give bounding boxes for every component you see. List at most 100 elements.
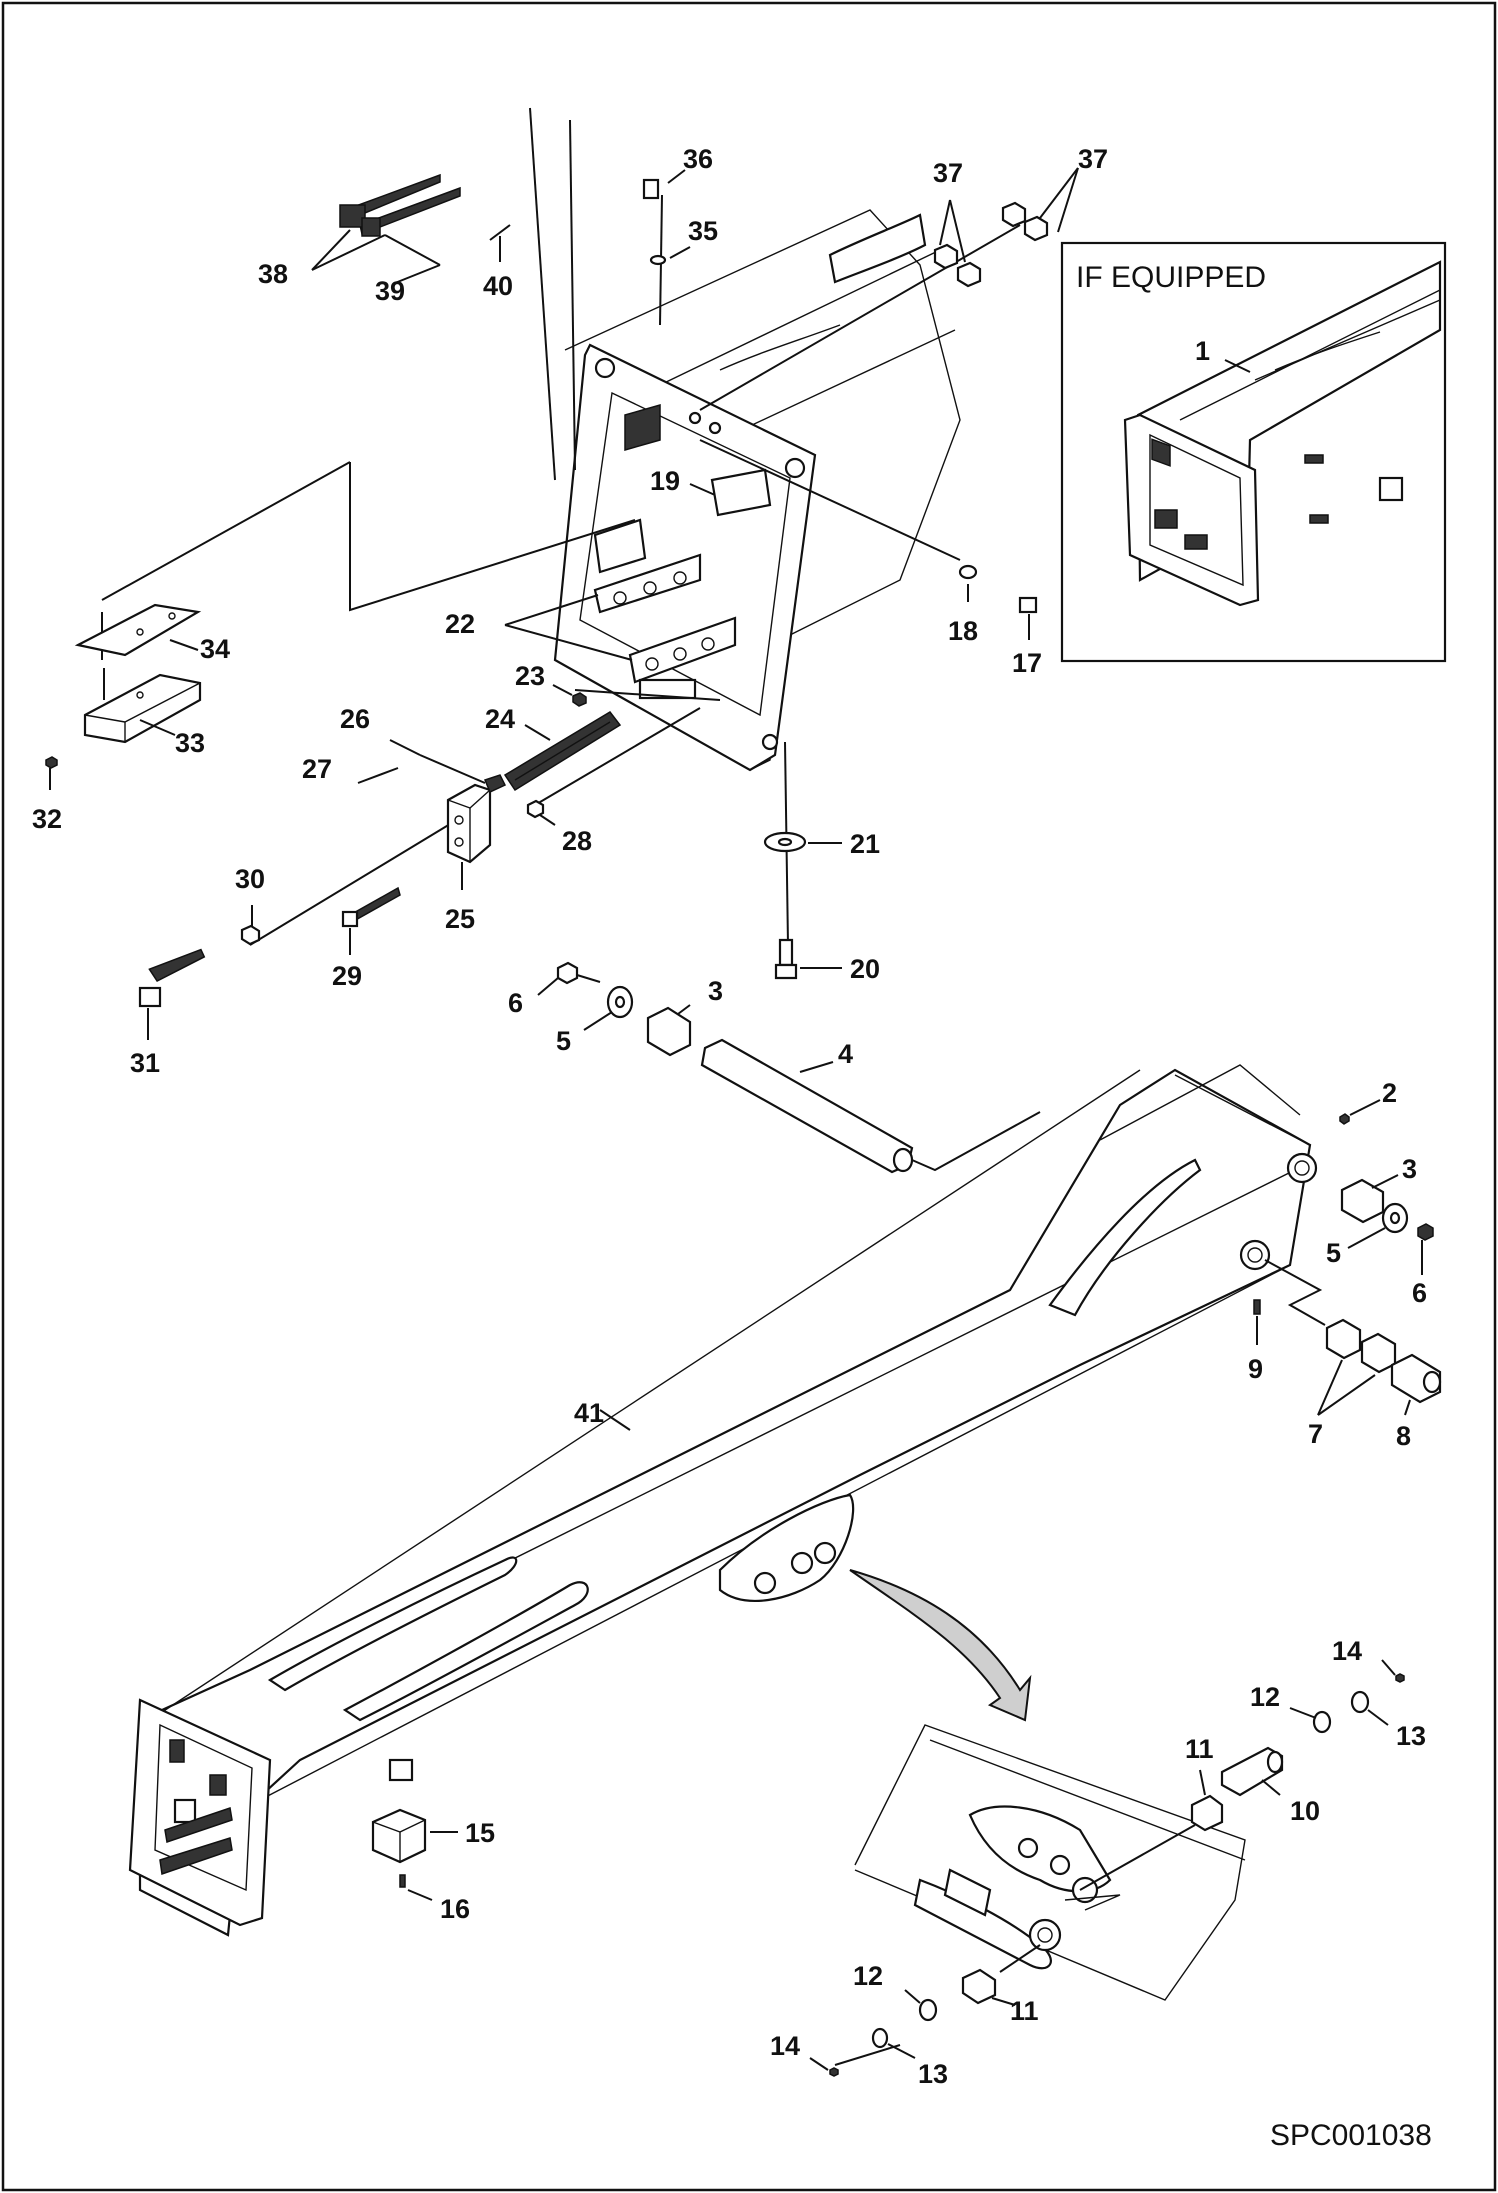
washer-12 [1312, 1710, 1332, 1734]
inset-boom-edge [1254, 299, 1441, 381]
bolt-31-head [138, 986, 162, 1008]
callout-28: 28 [562, 826, 592, 856]
front-pad [169, 1739, 185, 1763]
detail-lug-hole [1049, 1854, 1071, 1876]
leader-14 [809, 2057, 829, 2071]
callout-1: 1 [1195, 336, 1210, 366]
mount-plate [553, 343, 817, 772]
washer-hole [777, 837, 793, 847]
callout-32: 32 [32, 804, 62, 834]
detail-spacer [943, 1868, 992, 1917]
bolt-head [361, 217, 381, 237]
leader-33 [139, 719, 176, 736]
callout-20: 20 [850, 954, 880, 984]
inset-boom-groove [1274, 331, 1381, 371]
boom-edge [719, 329, 956, 441]
callout-13: 13 [1396, 1721, 1426, 1751]
leader-19 [689, 483, 716, 496]
leader-7 [1317, 1359, 1343, 1416]
washer-35 [649, 254, 667, 266]
washer-hole [614, 995, 626, 1009]
leader-7 [1317, 1374, 1376, 1416]
front-strip [159, 1837, 233, 1876]
pin-axis [1079, 1824, 1196, 1891]
front-strip [164, 1807, 233, 1843]
leader-37 [949, 199, 966, 263]
washer-18 [958, 564, 978, 580]
leader-37 [1039, 167, 1079, 219]
callout-24: 24 [485, 704, 515, 734]
pin-14 [829, 2067, 839, 2077]
leader-13 [887, 2043, 916, 2059]
callout-4: 4 [838, 1039, 853, 1069]
wear-pad [624, 404, 661, 451]
leader-28 [539, 814, 556, 826]
callout-13: 13 [918, 2059, 948, 2089]
leader-36 [667, 169, 686, 184]
pin-end [1422, 1370, 1442, 1394]
plate-hole [784, 457, 806, 479]
plate-hole [761, 733, 779, 751]
callout-8: 8 [1396, 1421, 1411, 1451]
leader-6 [537, 977, 559, 996]
inset-pad [1151, 438, 1171, 467]
shim-39 [384, 234, 441, 266]
boom-end-edge [1174, 1074, 1311, 1146]
block-hole [136, 691, 144, 699]
bolt-6 [1417, 1223, 1434, 1241]
shim-hole [168, 612, 176, 620]
callout-6: 6 [508, 988, 523, 1018]
block-edge [84, 714, 126, 723]
callout-39: 39 [375, 276, 405, 306]
leader-26 [419, 754, 486, 784]
nut-28 [526, 799, 545, 819]
boom-groove [342, 1581, 589, 1722]
bolt-axis [249, 817, 461, 946]
pin-axis [834, 2044, 901, 2066]
cylinder-lug [718, 1493, 855, 1602]
lug-hole [813, 1541, 837, 1565]
bolt-axis [699, 224, 1021, 411]
front-pad [173, 1798, 197, 1824]
bolt-36 [642, 178, 660, 200]
pin-14 [1395, 1673, 1405, 1683]
inset-slot [1304, 454, 1324, 464]
wear-pad-19 [710, 468, 772, 517]
leader-11 [991, 1997, 1016, 2006]
upper-boom-section [553, 209, 961, 772]
leader-24 [524, 724, 551, 741]
callout-41: 41 [574, 1398, 604, 1428]
callout-15: 15 [465, 1818, 495, 1848]
bolt-axis [574, 689, 721, 701]
anchor-hole [454, 837, 464, 847]
drawing-code: SPC001038 [1270, 2119, 1432, 2152]
leader-3 [677, 1004, 691, 1015]
leader-8 [1404, 1399, 1411, 1416]
callout-36: 36 [683, 144, 713, 174]
pin-26 [389, 739, 421, 756]
bolt-17 [1018, 596, 1038, 614]
bushing-3 [646, 1006, 692, 1057]
callout-12: 12 [1250, 1682, 1280, 1712]
callout-9: 9 [1248, 1354, 1263, 1384]
pivot-bore-inner [1294, 1160, 1310, 1176]
decal-15-mount [388, 1758, 414, 1782]
callout-37: 37 [933, 158, 963, 188]
boom-groove [267, 1556, 518, 1692]
leader-2 [1349, 1099, 1381, 1116]
callout-7: 7 [1308, 1419, 1323, 1449]
callout-6: 6 [1412, 1278, 1427, 1308]
callout-29: 29 [332, 961, 362, 991]
mount-plate-opening [579, 391, 791, 717]
leader-23 [552, 684, 573, 696]
callout-labels: 36 35 37 37 38 39 40 1 19 34 33 32 22 23… [32, 144, 1427, 2089]
inset-title: IF EQUIPPED [1076, 261, 1266, 294]
screw-16 [399, 1874, 406, 1888]
plate-hole [708, 421, 722, 435]
nut-37 [1001, 201, 1027, 228]
leader-line [101, 461, 351, 601]
callout-38: 38 [258, 259, 288, 289]
pin-axis [911, 1111, 1041, 1172]
